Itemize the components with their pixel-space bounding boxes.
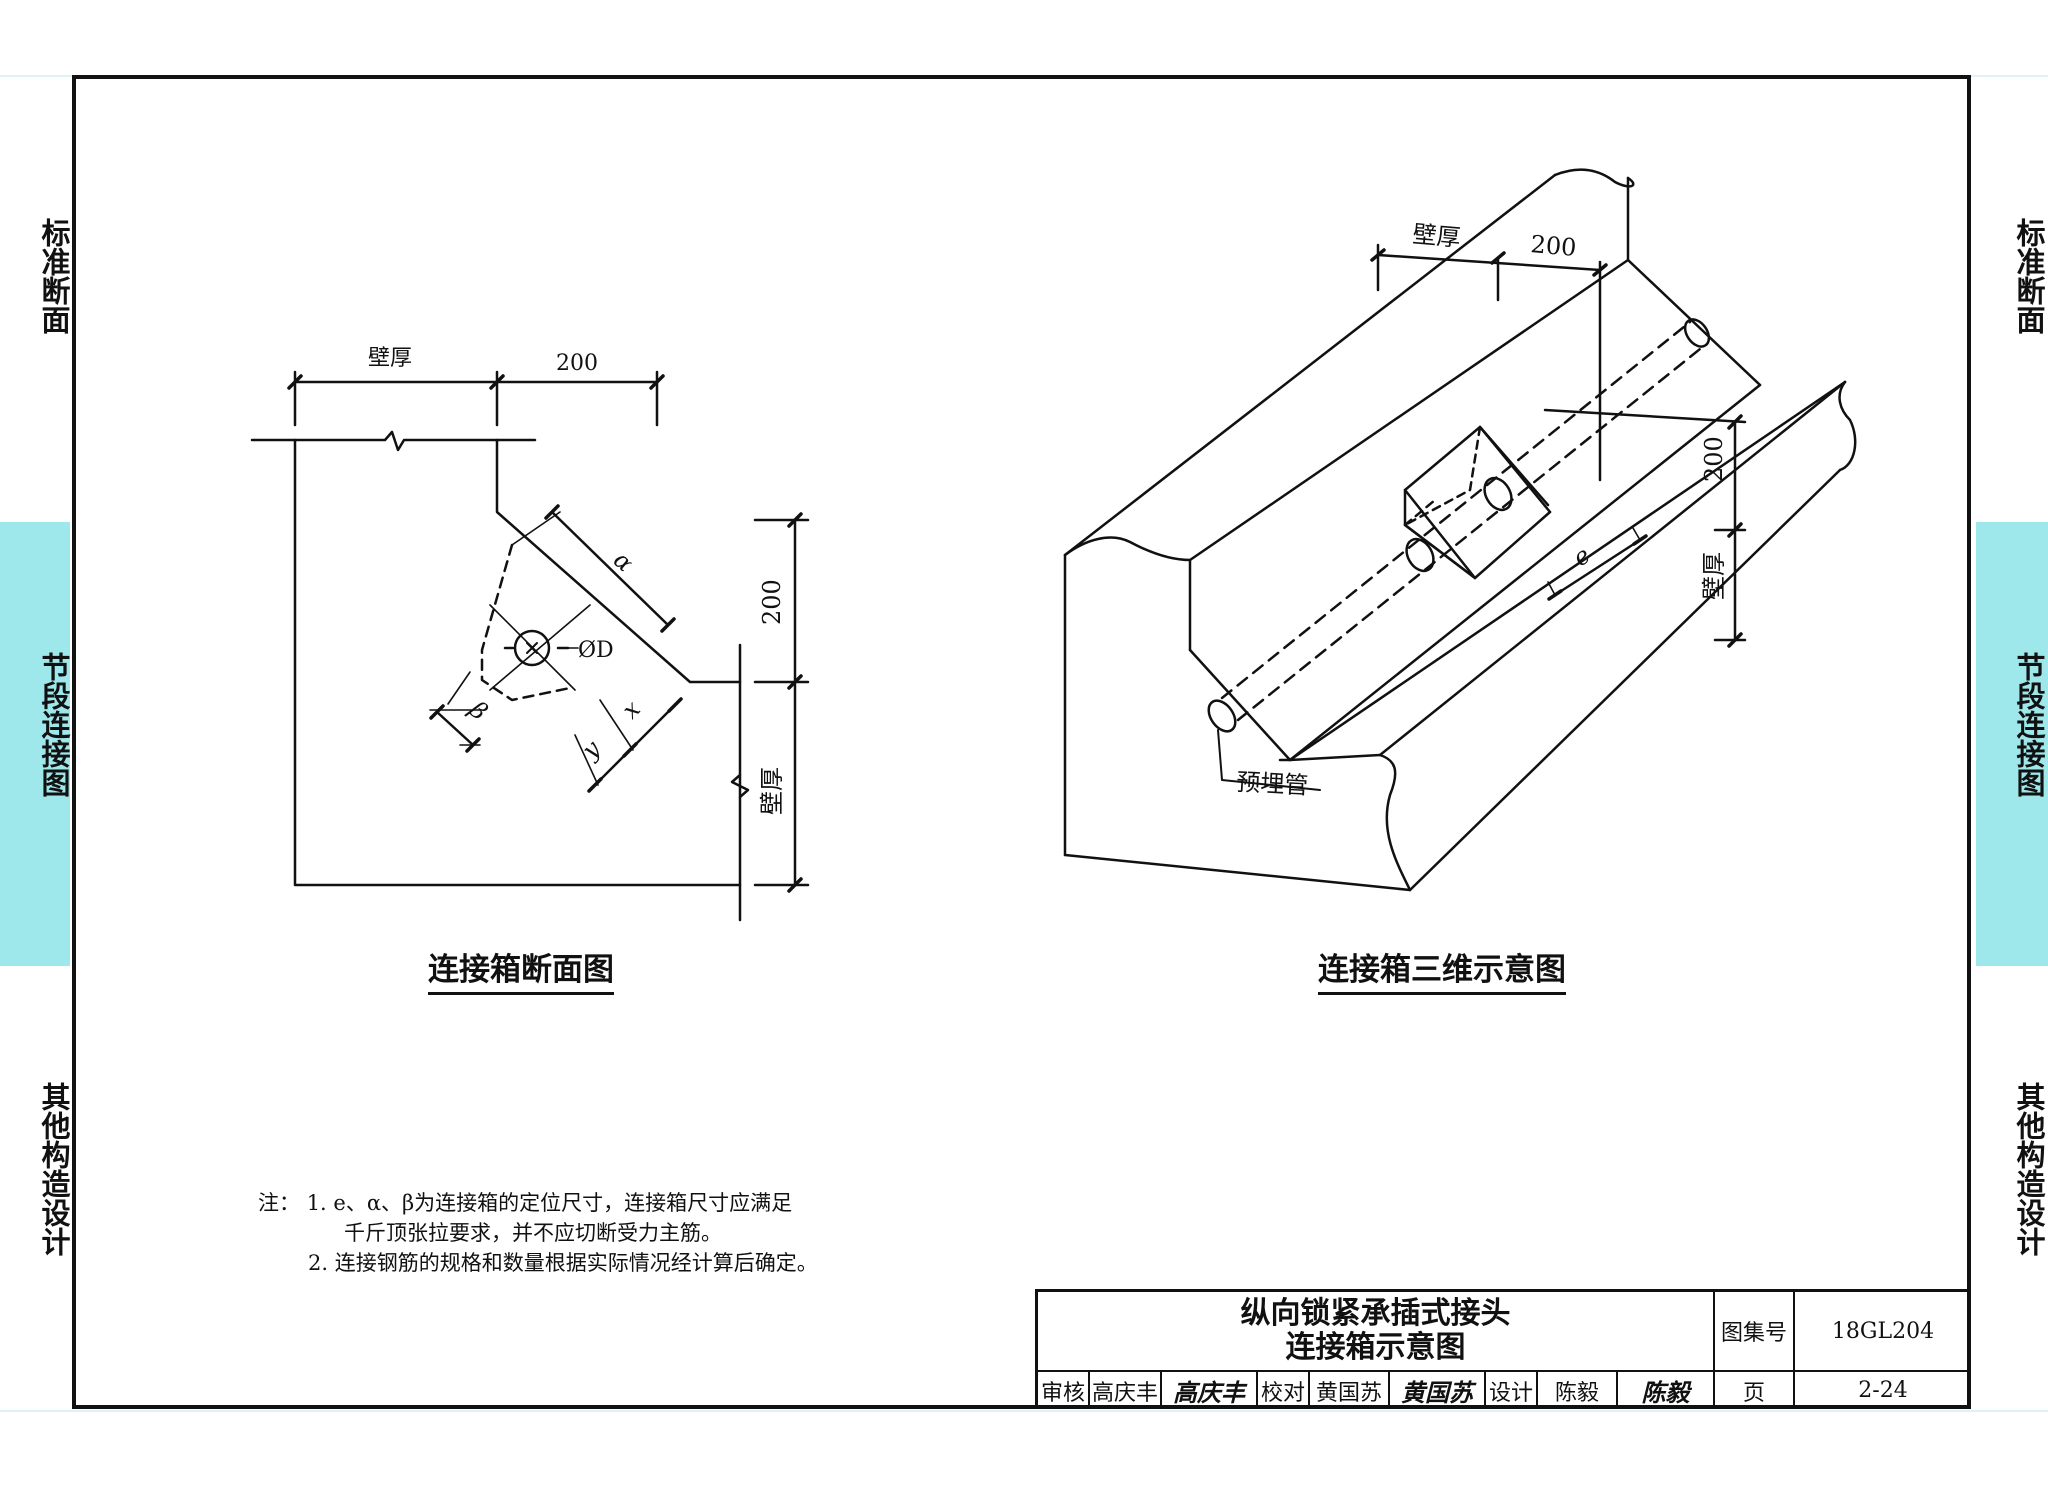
sv-dim-200-right: 200 bbox=[758, 579, 786, 625]
tb-review-signature: 高庆丰 bbox=[1162, 1372, 1258, 1409]
left-nav-standard-section[interactable]: 标准断面 bbox=[37, 218, 71, 334]
note-1-number: 1. bbox=[306, 1191, 327, 1215]
left-band-highlight bbox=[0, 522, 70, 966]
iso-view-geometry bbox=[1063, 168, 1857, 892]
tb-check-signature: 黄国苏 bbox=[1390, 1372, 1486, 1409]
tb-title-line-1: 纵向锁紧承插式接头 bbox=[1240, 1296, 1511, 1331]
tb-page-label: 页 bbox=[1715, 1372, 1795, 1409]
tb-page-value: 2-24 bbox=[1858, 1378, 1908, 1403]
sv-dim-200-top: 200 bbox=[556, 351, 598, 376]
iv-wall-thickness-top: 壁厚 bbox=[1411, 220, 1461, 252]
iv-wall-thickness-right: 壁厚 bbox=[1700, 552, 1728, 600]
drawing-frame bbox=[72, 75, 1971, 1409]
tb-atlas-label: 图集号 bbox=[1715, 1292, 1795, 1372]
left-nav-other-design[interactable]: 其他构造设计 bbox=[37, 1082, 71, 1256]
guide-line-bottom bbox=[0, 1410, 2048, 1412]
tb-drawing-title: 纵向锁紧承插式接头 连接箱示意图 bbox=[1038, 1292, 1715, 1372]
title-block: 纵向锁紧承插式接头 连接箱示意图 图集号 18GL204 审核 高庆丰 高庆丰 … bbox=[1035, 1289, 1971, 1409]
iv-dim-200-right: 200 bbox=[1700, 436, 1728, 482]
tb-title-line-2: 连接箱示意图 bbox=[1285, 1330, 1466, 1365]
notes-prefix: 注： bbox=[258, 1191, 300, 1215]
tb-review-label: 审核 bbox=[1038, 1372, 1090, 1409]
note-1-text-line-1: e、α、β为连接箱的定位尺寸，连接箱尺寸应满足 bbox=[333, 1191, 793, 1215]
tb-design-label: 设计 bbox=[1486, 1372, 1538, 1409]
section-view-geometry bbox=[250, 370, 810, 922]
sv-wall-thickness-top: 壁厚 bbox=[368, 346, 412, 371]
tb-check-name: 黄国苏 bbox=[1310, 1372, 1390, 1409]
iv-embedded-pipe-label: 预埋管 bbox=[1236, 768, 1309, 800]
note-2-line: 2. 连接钢筋的规格和数量根据实际情况经计算后确定。 bbox=[258, 1248, 818, 1278]
left-nav-segment-connection[interactable]: 节段连接图 bbox=[37, 652, 71, 797]
tb-review-name: 高庆丰 bbox=[1090, 1372, 1162, 1409]
sv-diameter-label: ØD bbox=[578, 638, 614, 663]
note-2-number: 2. bbox=[308, 1251, 329, 1275]
note-1-line-2: 千斤顶张拉要求，并不应切断受力主筋。 bbox=[258, 1218, 818, 1248]
note-1-line-1: 注： 1. e、α、β为连接箱的定位尺寸，连接箱尺寸应满足 bbox=[258, 1188, 818, 1218]
sv-x-label: x bbox=[616, 695, 646, 725]
tb-design-signature: 陈毅 bbox=[1618, 1372, 1715, 1409]
sv-y-label: y bbox=[576, 735, 606, 765]
notes-block: 注： 1. e、α、β为连接箱的定位尺寸，连接箱尺寸应满足 千斤顶张拉要求，并不… bbox=[258, 1188, 818, 1278]
iv-dim-200-top: 200 bbox=[1529, 230, 1577, 262]
right-nav-standard-section[interactable]: 标准断面 bbox=[2012, 218, 2046, 334]
sv-wall-thickness-right: 壁厚 bbox=[758, 767, 786, 815]
tb-atlas-value: 18GL204 bbox=[1795, 1292, 1971, 1372]
tb-check-label: 校对 bbox=[1258, 1372, 1310, 1409]
right-band-highlight bbox=[1976, 522, 2048, 966]
right-nav-segment-connection[interactable]: 节段连接图 bbox=[2012, 652, 2046, 797]
iso-view-caption: 连接箱三维示意图 bbox=[1318, 950, 1566, 995]
note-2-text: 连接钢筋的规格和数量根据实际情况经计算后确定。 bbox=[334, 1251, 818, 1275]
tb-design-name: 陈毅 bbox=[1538, 1372, 1618, 1409]
section-view-caption: 连接箱断面图 bbox=[428, 950, 614, 995]
note-1-text-line-2: 千斤顶张拉要求，并不应切断受力主筋。 bbox=[344, 1221, 722, 1245]
right-nav-other-design[interactable]: 其他构造设计 bbox=[2012, 1082, 2046, 1256]
